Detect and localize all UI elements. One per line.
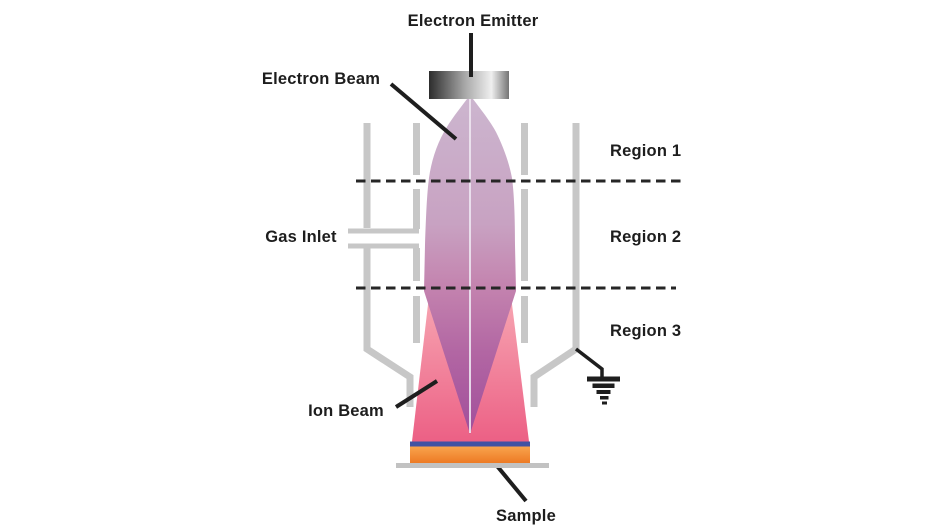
- right-outer-wall-funnel: [530, 123, 580, 407]
- label-sample: Sample: [496, 507, 556, 525]
- left-outer-wall-funnel: [363, 248, 414, 407]
- label-region-2: Region 2: [610, 228, 681, 246]
- gas-inlet-pipes: [348, 228, 419, 249]
- label-region-1: Region 1: [610, 142, 681, 160]
- ground-bar-2: [592, 383, 615, 388]
- label-gas-inlet: Gas Inlet: [265, 228, 337, 246]
- electrode-structure: [348, 123, 580, 407]
- electron-beam-pointer: [389, 82, 458, 141]
- region-boundaries: [356, 179, 681, 290]
- label-region-3: Region 3: [610, 322, 681, 340]
- ion-beam-pointer: [394, 379, 439, 409]
- label-electron-beam: Electron Beam: [262, 70, 380, 88]
- sample-surface-layer: [410, 441, 530, 447]
- diagram-labels: Electron Emitter Electron Beam Gas Inlet…: [262, 12, 681, 525]
- ground-wire: [574, 347, 604, 378]
- ground-bar-1: [587, 376, 620, 382]
- sample-stage-plate: [396, 463, 549, 468]
- ground-symbol: [574, 347, 620, 405]
- ground-bar-3: [596, 390, 611, 394]
- label-electron-emitter: Electron Emitter: [408, 12, 539, 30]
- label-ion-beam: Ion Beam: [308, 402, 384, 420]
- ground-bar-5: [602, 401, 607, 405]
- sample-stack: [396, 441, 549, 468]
- ground-bar-4: [600, 396, 609, 400]
- sample-body: [410, 446, 530, 463]
